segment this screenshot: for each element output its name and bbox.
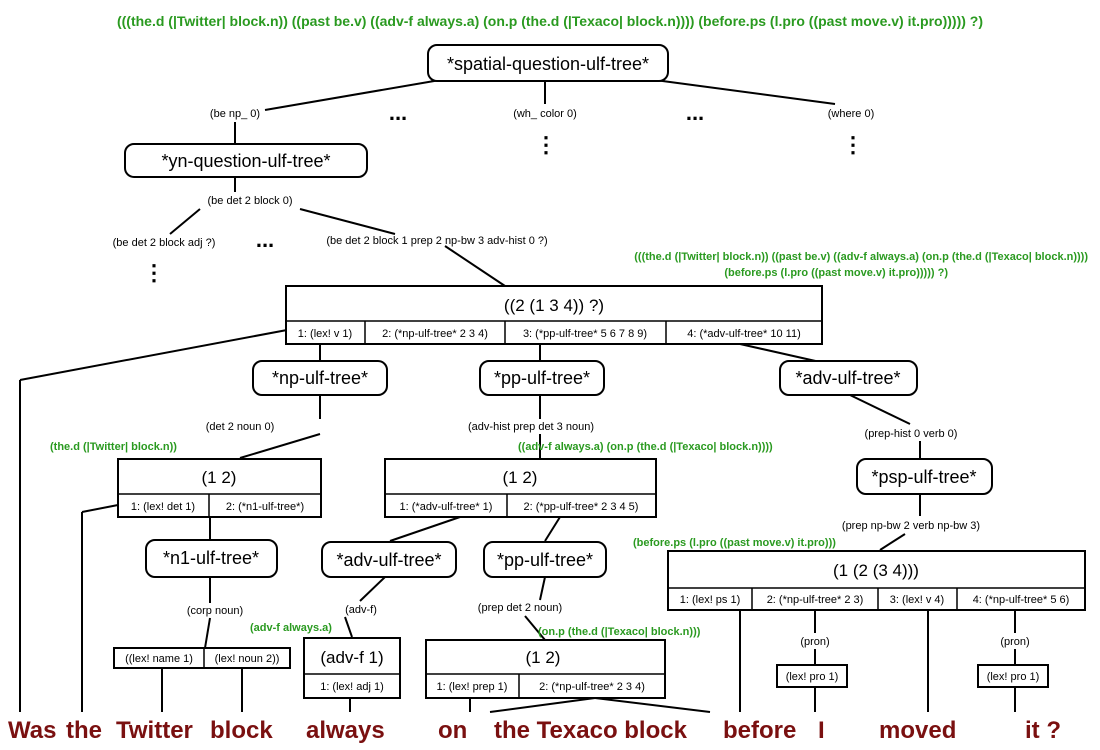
box-pp-12[interactable]: (1 2) 1: (*adv-ulf-tree* 1) 2: (*pp-ulf-…	[384, 458, 657, 518]
box-pp2[interactable]: (1 2) 1: (lex! prep 1) 2: (*np-ulf-tree*…	[425, 639, 666, 699]
annotation-pp: ((adv-f always.a) (on.p (the.d (|Texaco|…	[518, 441, 773, 453]
annotation-psp: (before.ps (l.pro ((past move.v) it.pro)…	[633, 537, 836, 549]
pattern-corp-noun: (corp noun)	[187, 605, 243, 617]
word-before: before	[723, 717, 796, 744]
word-the: the	[66, 717, 102, 744]
box-cell: (lex! pro 1)	[987, 671, 1040, 683]
box-title: (1 2)	[202, 468, 237, 487]
node-adv[interactable]: *adv-ulf-tree*	[779, 360, 918, 396]
pattern-advf: (adv-f)	[345, 604, 377, 616]
pattern-det-noun: (det 2 noun 0)	[206, 421, 275, 433]
box-lex-pro-2[interactable]: (lex! pro 1)	[977, 664, 1049, 688]
box-cell: 2: (*np-ulf-tree* 2 3)	[767, 594, 864, 606]
patterns: (be np_ 0) (wh_ color 0) (where 0) (be d…	[113, 108, 1030, 648]
pattern-wh-color: (wh_ color 0)	[513, 108, 577, 120]
box-title: (adv-f 1)	[320, 648, 383, 667]
node-label: *n1-ulf-tree*	[163, 548, 259, 568]
annotations: (((the.d (|Twitter| block.n)) ((past be.…	[50, 251, 1088, 638]
box-cell: 3: (*pp-ulf-tree* 5 6 7 8 9)	[523, 328, 647, 340]
word-block: block	[210, 717, 273, 744]
annotation-np: (the.d (|Twitter| block.n))	[50, 441, 177, 453]
pattern-where: (where 0)	[828, 108, 874, 120]
ellipses: ... ... ... ⋮ ⋮ ⋮	[143, 100, 864, 285]
word-on: on	[438, 717, 467, 744]
node-adv-inner[interactable]: *adv-ulf-tree*	[321, 541, 457, 578]
pattern-be-np: (be np_ 0)	[210, 108, 260, 120]
box-cell: (lex! noun 2))	[215, 653, 280, 665]
node-label: *np-ulf-tree*	[272, 368, 368, 388]
word-moved: moved	[879, 717, 956, 744]
box-np-12[interactable]: (1 2) 1: (lex! det 1) 2: (*n1-ulf-tree*)	[117, 458, 322, 518]
header-ulf: (((the.d (|Twitter| block.n)) ((past be.…	[117, 13, 983, 29]
node-yn-question[interactable]: *yn-question-ulf-tree*	[124, 143, 368, 178]
box-cell: 1: (lex! v 1)	[298, 328, 352, 340]
box-advf[interactable]: (adv-f 1) 1: (lex! adj 1)	[303, 637, 401, 699]
box-psp[interactable]: (1 (2 (3 4))) 1: (lex! ps 1) 2: (*np-ulf…	[667, 550, 1086, 611]
ellipsis-h: ...	[389, 100, 407, 125]
pattern-pron-1: (pron)	[800, 636, 829, 648]
pattern-prep-npbw: (prep np-bw 2 verb np-bw 3)	[842, 520, 980, 532]
box-cell: ((lex! name 1)	[125, 653, 193, 665]
box-n1-lex[interactable]: ((lex! name 1) (lex! noun 2))	[113, 647, 291, 669]
node-pp-inner[interactable]: *pp-ulf-tree*	[483, 541, 607, 578]
word-was: Was	[8, 717, 56, 744]
box-cell: 2: (*np-ulf-tree* 2 3 4)	[382, 328, 488, 340]
box-title: (1 2)	[526, 648, 561, 667]
annotation-yn-line1: (((the.d (|Twitter| block.n)) ((past be.…	[634, 251, 1088, 263]
pattern-be-det-block-long: (be det 2 block 1 prep 2 np-bw 3 adv-his…	[326, 235, 547, 247]
box-cell: 2: (*n1-ulf-tree*)	[226, 501, 304, 513]
node-label: *adv-ulf-tree*	[336, 550, 441, 570]
box-title: ((2 (1 3 4)) ?)	[504, 296, 604, 315]
word-i: I	[818, 717, 825, 744]
box-main[interactable]: ((2 (1 3 4)) ?) 1: (lex! v 1) 2: (*np-ul…	[285, 285, 823, 345]
annotation-yn-line2: (before.ps (l.pro ((past move.v) it.pro)…	[724, 267, 948, 279]
node-spatial-question[interactable]: *spatial-question-ulf-tree*	[427, 44, 669, 82]
node-n1[interactable]: *n1-ulf-tree*	[145, 539, 278, 578]
node-label: *pp-ulf-tree*	[494, 368, 590, 388]
node-label: *yn-question-ulf-tree*	[161, 151, 330, 171]
box-title: (1 2)	[503, 468, 538, 487]
pattern-be-det-block-adj: (be det 2 block adj ?)	[113, 237, 216, 249]
ellipsis-h: ...	[686, 100, 704, 125]
pattern-pron-2: (pron)	[1000, 636, 1029, 648]
word-twitter: Twitter	[116, 717, 193, 744]
box-cell: 1: (*adv-ulf-tree* 1)	[400, 501, 493, 513]
node-pp[interactable]: *pp-ulf-tree*	[479, 360, 605, 396]
box-cell: 1: (lex! adj 1)	[320, 681, 384, 693]
box-cell: 1: (lex! prep 1)	[437, 681, 508, 693]
node-psp[interactable]: *psp-ulf-tree*	[856, 458, 993, 495]
node-label: *spatial-question-ulf-tree*	[447, 54, 649, 74]
word-the-texaco-block: the Texaco block	[494, 717, 688, 744]
pattern-prep-det-noun: (prep det 2 noun)	[478, 602, 562, 614]
box-cell: 2: (*pp-ulf-tree* 2 3 4 5)	[524, 501, 639, 513]
ellipsis-h: ...	[256, 227, 274, 252]
node-label: *adv-ulf-tree*	[795, 368, 900, 388]
box-cell: 4: (*adv-ulf-tree* 10 11)	[687, 328, 801, 340]
ellipsis-v: ⋮	[535, 132, 557, 157]
box-title: (1 (2 (3 4)))	[833, 561, 919, 580]
word-it-q: it ?	[1025, 717, 1061, 744]
box-cell: 1: (lex! det 1)	[131, 501, 195, 513]
sentence: Was the Twitter block always on the Texa…	[8, 717, 1061, 744]
tree-edges	[19, 79, 1016, 713]
box-cell: (lex! pro 1)	[786, 671, 839, 683]
pattern-be-det-block: (be det 2 block 0)	[208, 195, 293, 207]
annotation-advf: (adv-f always.a)	[250, 622, 332, 634]
box-cell: 2: (*np-ulf-tree* 2 3 4)	[539, 681, 645, 693]
annotation-onp: (on.p (the.d (|Texaco| block.n)))	[538, 626, 701, 638]
pattern-advhist-prep: (adv-hist prep det 3 noun)	[468, 421, 594, 433]
box-cell: 4: (*np-ulf-tree* 5 6)	[973, 594, 1070, 606]
box-cell: 3: (lex! v 4)	[890, 594, 944, 606]
node-np[interactable]: *np-ulf-tree*	[252, 360, 388, 396]
node-label: *pp-ulf-tree*	[497, 550, 593, 570]
box-lex-pro-1[interactable]: (lex! pro 1)	[776, 664, 848, 688]
pattern-prephist-verb: (prep-hist 0 verb 0)	[865, 428, 958, 440]
ellipsis-v: ⋮	[842, 132, 864, 157]
ellipsis-v: ⋮	[143, 260, 165, 285]
node-label: *psp-ulf-tree*	[871, 467, 976, 487]
box-cell: 1: (lex! ps 1)	[680, 594, 741, 606]
word-always: always	[306, 717, 385, 744]
